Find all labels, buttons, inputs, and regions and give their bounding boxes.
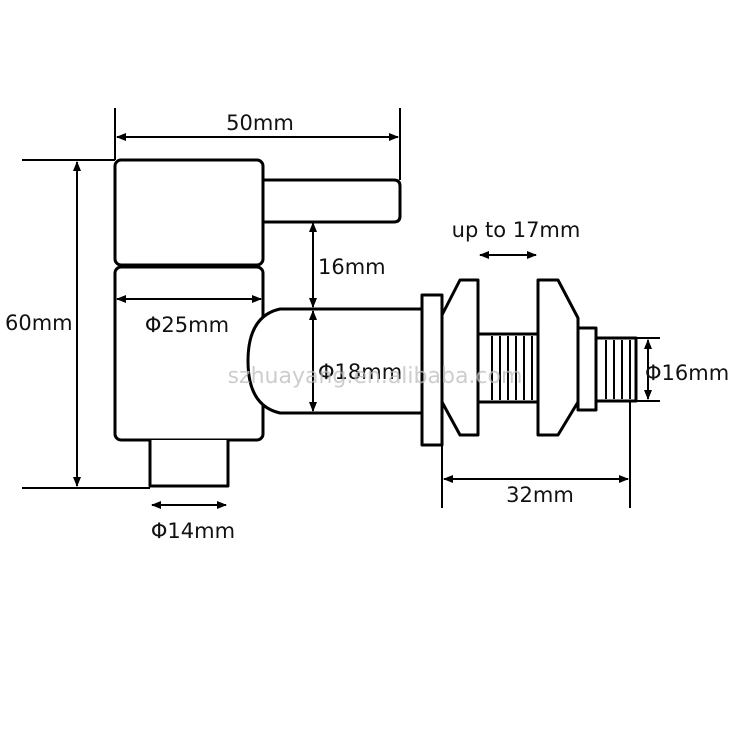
conical-nut xyxy=(440,278,480,437)
label-25mm: Φ25mm xyxy=(145,313,229,337)
label-16mm-diameter: Φ16mm xyxy=(645,361,729,385)
faucet-body xyxy=(113,158,402,488)
shank-tube xyxy=(246,307,424,415)
small-washer xyxy=(576,326,598,412)
lever-handle xyxy=(260,178,402,224)
watermark: szhuayang.en.alibaba.com xyxy=(228,364,523,389)
thread-lines xyxy=(491,336,533,400)
label-50mm: 50mm xyxy=(226,111,294,135)
dimension-labels: 50mm 60mm 16mm Φ25mm Φ18mm Φ14mm up to 1… xyxy=(5,111,729,543)
label-32mm: 32mm xyxy=(506,483,574,507)
tail-thread-lines xyxy=(605,340,631,399)
body-cap xyxy=(113,158,265,267)
label-18mm: Φ18mm xyxy=(318,360,402,384)
label-60mm: 60mm xyxy=(5,311,73,335)
dimension-lines xyxy=(22,108,660,509)
label-17mm: up to 17mm xyxy=(452,218,581,242)
spout xyxy=(148,440,230,488)
shank-assembly xyxy=(246,278,638,447)
body-lower xyxy=(113,265,265,442)
label-16mm: 16mm xyxy=(318,255,386,279)
lock-nut xyxy=(536,278,580,437)
label-14mm: Φ14mm xyxy=(151,519,235,543)
